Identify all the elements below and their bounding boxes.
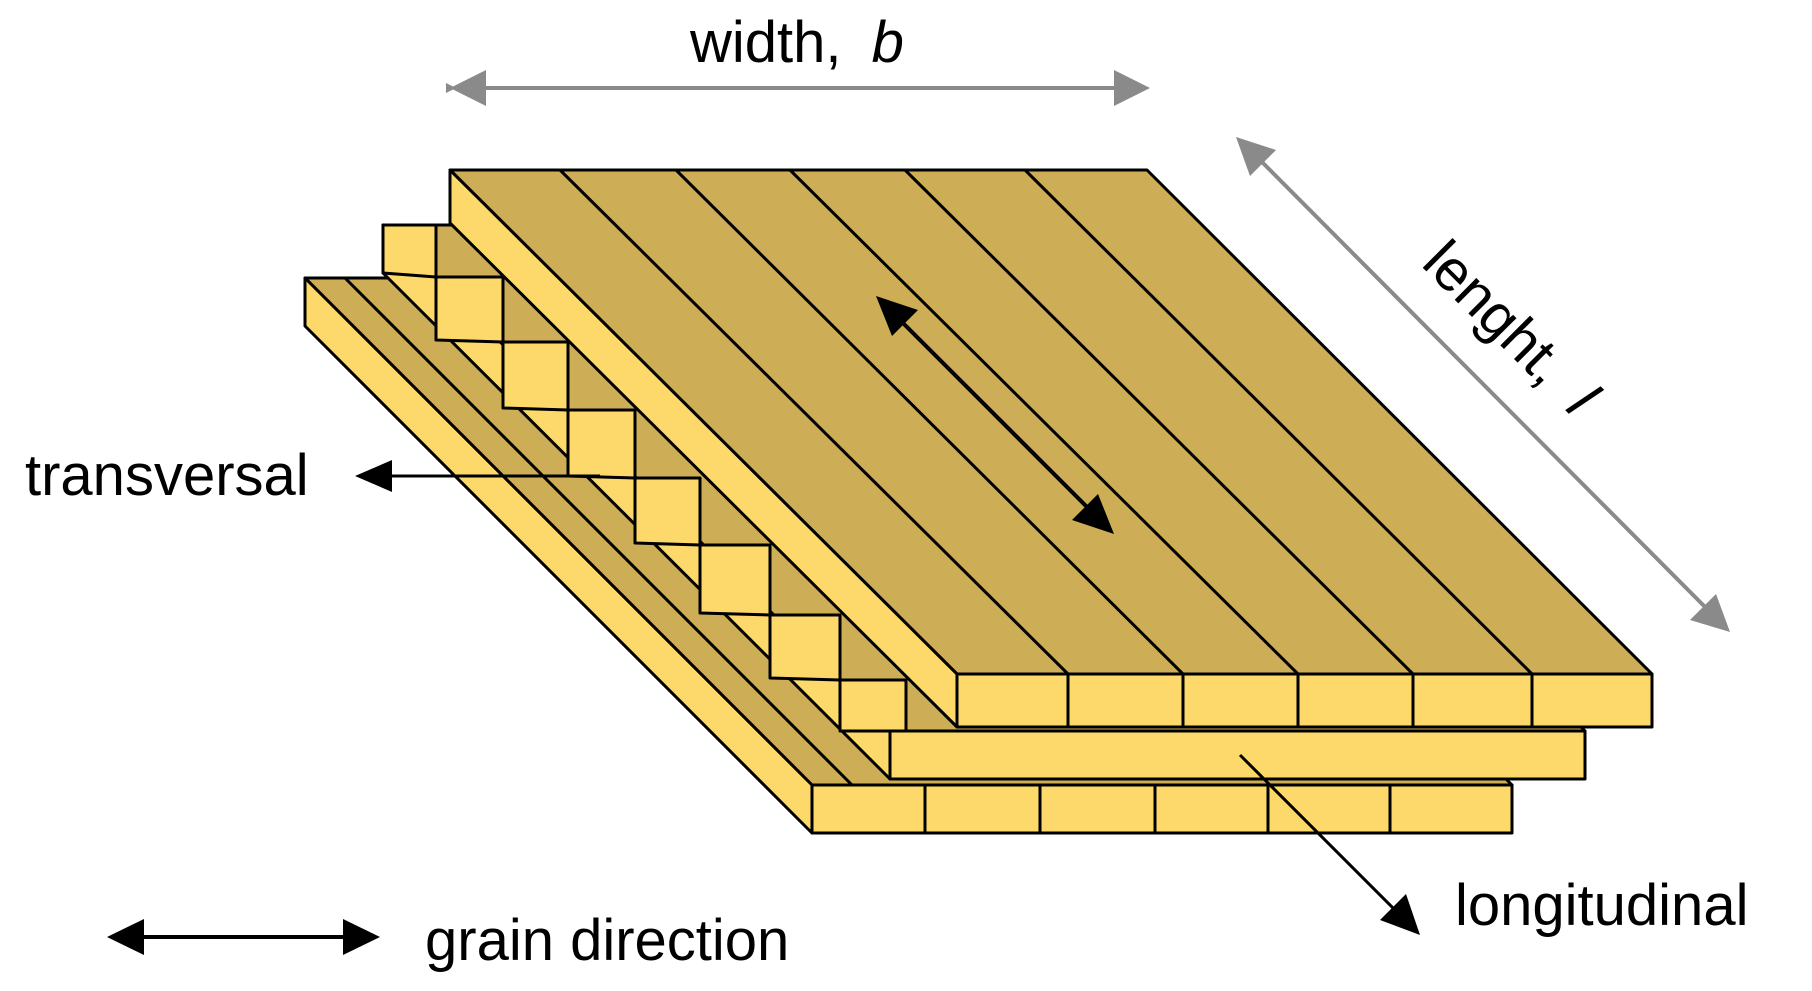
top-layer xyxy=(448,168,1654,729)
length-arrowhead-top xyxy=(1236,137,1276,176)
top-layer-front-face xyxy=(955,672,1654,729)
top-grain-arrow xyxy=(888,308,1102,522)
top-layer-board-lines xyxy=(1066,674,1534,727)
length-label-word: lenght, xyxy=(1411,228,1580,397)
top-grain-arrowhead-up xyxy=(876,296,918,336)
length-dimension-arrow xyxy=(1246,146,1722,624)
width-arrowhead-right xyxy=(1114,70,1150,106)
top-grain-arrowhead-down xyxy=(1072,494,1114,534)
transversal-pointer-arrowhead xyxy=(355,460,392,492)
longitudinal-pointer-arrowhead xyxy=(1380,894,1420,935)
middle-layer-front-face xyxy=(888,729,1587,781)
legend-arrowhead-left xyxy=(107,919,144,955)
width-label-word: width, xyxy=(689,10,842,75)
bottom-layer-board-lines xyxy=(923,785,1392,833)
bottom-layer-front-face xyxy=(810,783,1514,835)
transversal-label: transversal xyxy=(25,443,309,508)
length-label: lenght, l xyxy=(1411,228,1612,429)
length-label-symbol: l xyxy=(1555,373,1612,430)
width-label-symbol: b xyxy=(872,10,904,75)
longitudinal-label: longitudinal xyxy=(1455,873,1748,938)
longitudinal-pointer-line xyxy=(1238,753,1402,917)
width-arrowhead-left xyxy=(450,70,486,106)
legend-arrowhead-right xyxy=(343,919,380,955)
width-label: width, b xyxy=(689,10,904,75)
length-arrowhead-bottom xyxy=(1690,594,1730,632)
middle-layer-board-ends xyxy=(381,223,908,733)
grain-direction-label: grain direction xyxy=(425,908,789,973)
top-layer-board-seams xyxy=(558,168,1534,676)
